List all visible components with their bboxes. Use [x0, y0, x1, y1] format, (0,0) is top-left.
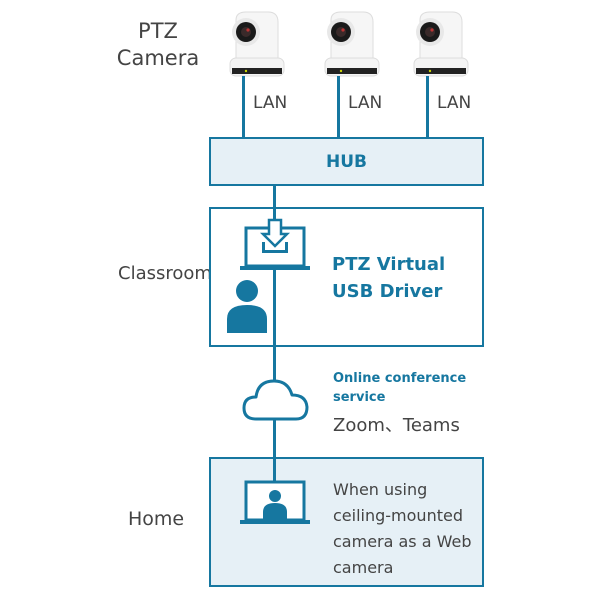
ptz-camera-label-line2: Camera [116, 46, 200, 70]
lan-label-2: LAN [348, 93, 383, 113]
hub-box: HUB [209, 137, 484, 186]
person-icon [227, 280, 267, 333]
home-desc-line1: When using [333, 480, 428, 499]
ptz-camera-icon [324, 11, 380, 77]
laptop-download-icon [240, 218, 310, 270]
home-link-line [273, 457, 276, 483]
conference-heading-line2: service [333, 390, 386, 405]
hub-label: HUB [326, 152, 367, 172]
home-desc-line3: camera as a Web [333, 532, 472, 551]
online-conference-service: Online conference service Zoom、Teams [333, 369, 466, 437]
virtual-usb-driver-title: PTZ Virtual USB Driver [332, 251, 445, 305]
virtual-usb-driver-line2: USB Driver [332, 281, 443, 302]
lan-line-1 [242, 76, 245, 139]
cloud-line-above [273, 347, 276, 381]
conference-services: Zoom、Teams [333, 415, 460, 436]
home-desc-line2: ceiling-mounted [333, 506, 463, 525]
home-description: When using ceiling-mounted camera as a W… [333, 477, 472, 581]
virtual-usb-driver-line1: PTZ Virtual [332, 254, 446, 275]
lan-label-1: LAN [253, 93, 288, 113]
laptop-video-call-icon [240, 480, 310, 524]
ptz-camera-label: PTZ Camera [108, 18, 208, 72]
cloud-line-below [273, 419, 276, 459]
classroom-box [209, 207, 484, 347]
ptz-camera-icon [229, 11, 285, 77]
classroom-label: Classroom [118, 263, 212, 284]
cloud-icon [242, 379, 309, 421]
lan-line-3 [426, 76, 429, 139]
lan-label-3: LAN [437, 93, 472, 113]
home-label: Home [128, 508, 185, 530]
home-desc-line4: camera [333, 558, 394, 577]
lan-line-2 [337, 76, 340, 139]
ptz-camera-icon [413, 11, 469, 77]
main-link-line-overlay [273, 270, 276, 347]
ptz-camera-label-line1: PTZ [138, 19, 178, 43]
conference-heading-line1: Online conference [333, 371, 467, 386]
